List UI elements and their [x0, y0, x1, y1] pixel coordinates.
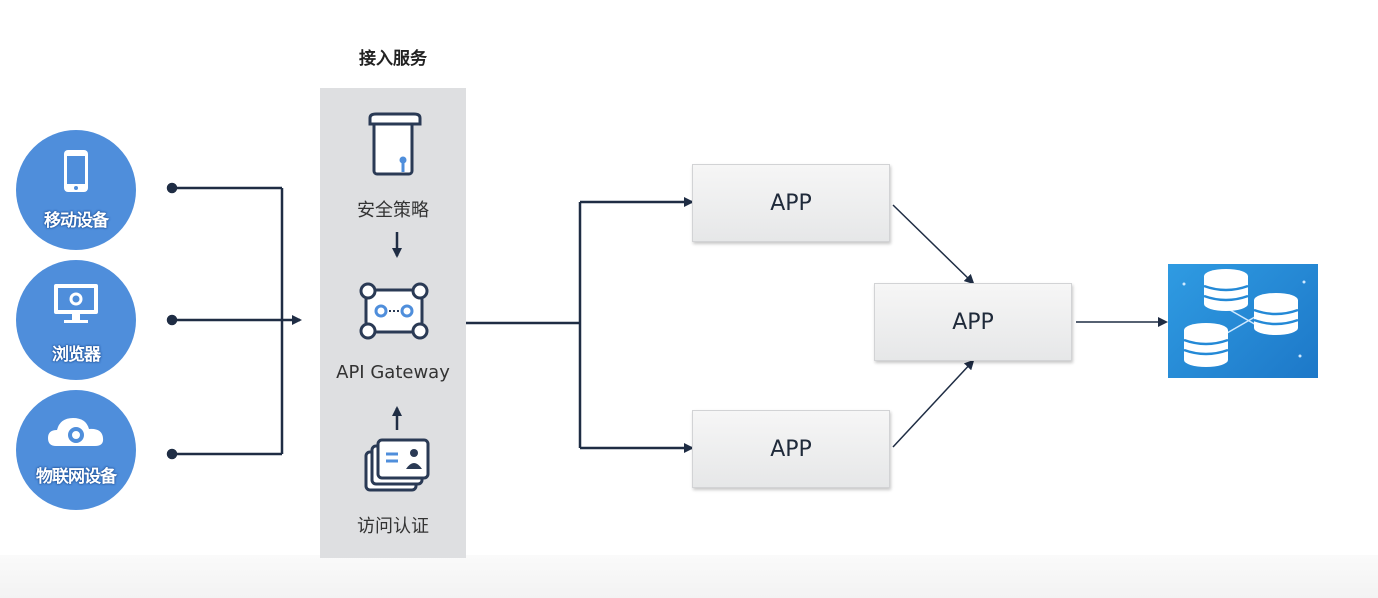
client-browser-label: 浏览器: [52, 345, 101, 365]
cloud-gear-icon: [48, 418, 104, 446]
client-browser: 浏览器: [16, 260, 136, 380]
api-gateway-label: API Gateway: [336, 362, 450, 383]
app-box-bottom: APP: [692, 410, 890, 488]
phone-icon: [64, 150, 88, 192]
footer-band: [0, 555, 1378, 598]
monitor-icon: [54, 284, 98, 323]
client-iot-device: 物联网设备: [16, 390, 136, 510]
database-tile: [1168, 264, 1318, 378]
access-auth-label: 访问认证: [357, 516, 429, 537]
access-service-title: 接入服务: [359, 49, 427, 69]
app-box-top: APP: [692, 164, 890, 242]
app-box-center: APP: [874, 283, 1072, 361]
client-mobile-label: 移动设备: [44, 211, 109, 231]
client-iot-label: 物联网设备: [36, 467, 117, 487]
database-cluster-icon: [1182, 269, 1306, 367]
security-policy-label: 安全策略: [357, 200, 429, 221]
client-mobile-device: 移动设备: [16, 130, 136, 250]
